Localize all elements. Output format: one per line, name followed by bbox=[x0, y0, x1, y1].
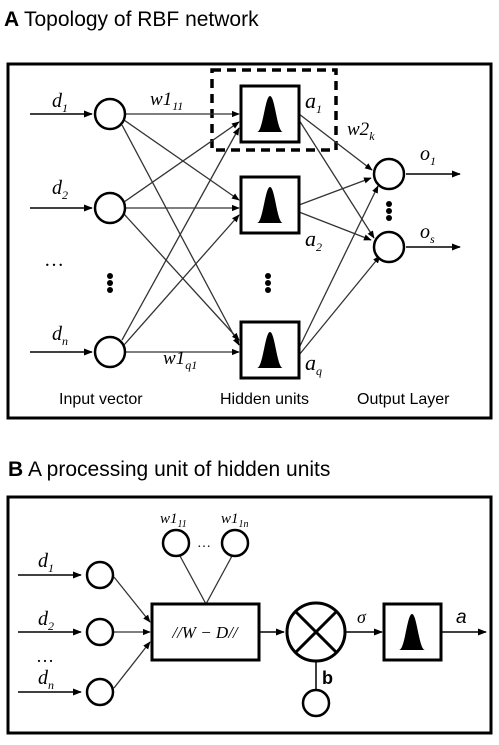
panel-b-weight-ellipsis: … bbox=[197, 536, 211, 551]
panel-b-input-arrows bbox=[18, 571, 82, 696]
bias-label: b bbox=[322, 668, 333, 688]
output-node-1 bbox=[372, 157, 406, 191]
hidden-output-label-a2: a2 bbox=[305, 226, 322, 254]
hidden-unit-1 bbox=[239, 84, 301, 144]
distance-box bbox=[150, 602, 261, 662]
panel-b: B A processing unit of hidden units bbox=[6, 458, 493, 735]
weight-label-out: w2k bbox=[347, 119, 375, 143]
panel-b-weight-node-n bbox=[220, 528, 250, 558]
panel-b-letter: B bbox=[8, 458, 23, 481]
panel-b-weight-node-1 bbox=[161, 528, 191, 558]
hidden-output-label-aq: aq bbox=[305, 350, 322, 378]
panel-b-flow-arrows bbox=[260, 628, 487, 690]
input-label-d2: d2 bbox=[52, 177, 68, 202]
highlight-dashed-box bbox=[210, 68, 338, 152]
sigma-label: σ bbox=[357, 607, 367, 627]
hidden-unit-q bbox=[239, 320, 301, 380]
input-hidden-connections bbox=[121, 110, 240, 356]
panel-b-input-node-n bbox=[85, 677, 115, 707]
panel-b-weight-connections bbox=[179, 555, 233, 605]
panel-b-weight-label-n: w11n bbox=[221, 511, 249, 530]
hidden-unit-2 bbox=[239, 175, 301, 235]
panel-a: A Topology of RBF network bbox=[4, 8, 493, 420]
panel-b-title: A processing unit of hidden units bbox=[28, 458, 330, 481]
column-label-hidden: Hidden units bbox=[220, 391, 309, 408]
input-label-d1: d1 bbox=[52, 90, 68, 115]
panel-b-input-node-1 bbox=[85, 560, 115, 590]
input-arrows bbox=[30, 110, 93, 356]
input-label-dn: dn bbox=[52, 323, 68, 348]
panel-b-input-node-2 bbox=[85, 617, 115, 647]
input-node-1 bbox=[93, 97, 127, 131]
panel-a-frame bbox=[6, 62, 493, 420]
distance-label: //W − D// bbox=[171, 623, 240, 642]
column-label-input: Input vector bbox=[59, 391, 143, 408]
hidden-output-connections bbox=[298, 113, 381, 356]
input-ellipsis: … bbox=[44, 249, 64, 271]
panel-b-frame bbox=[6, 495, 493, 735]
input-node-2 bbox=[93, 191, 127, 225]
weight-label-last: w1q1 bbox=[163, 348, 197, 372]
activation-unit bbox=[382, 602, 443, 662]
output-arrows bbox=[406, 170, 461, 251]
column-label-output: Output Layer bbox=[357, 391, 450, 408]
panel-b-input-connections bbox=[113, 576, 151, 689]
hidden-output-label-a1: a1 bbox=[305, 88, 322, 116]
panel-b-input-label-d2: d2 bbox=[38, 608, 54, 633]
input-node-n bbox=[93, 335, 127, 369]
panel-a-letter: A bbox=[4, 8, 19, 31]
vertical-ellipsis-icons bbox=[107, 201, 392, 293]
panel-b-input-label-dn: dn bbox=[38, 667, 54, 692]
output-label-o1: o1 bbox=[420, 143, 436, 168]
panel-b-input-label-d1: d1 bbox=[38, 550, 54, 575]
panel-b-weight-label-1: w111 bbox=[160, 511, 187, 530]
weight-label-first: w111 bbox=[150, 89, 183, 113]
bias-node bbox=[301, 688, 331, 718]
output-label-a: a bbox=[456, 607, 467, 628]
panel-b-input-ellipsis: … bbox=[36, 646, 54, 666]
output-label-os: os bbox=[420, 221, 435, 246]
panel-a-title: Topology of RBF network bbox=[24, 8, 259, 31]
output-node-s bbox=[372, 230, 406, 264]
multiply-icon bbox=[285, 601, 347, 663]
